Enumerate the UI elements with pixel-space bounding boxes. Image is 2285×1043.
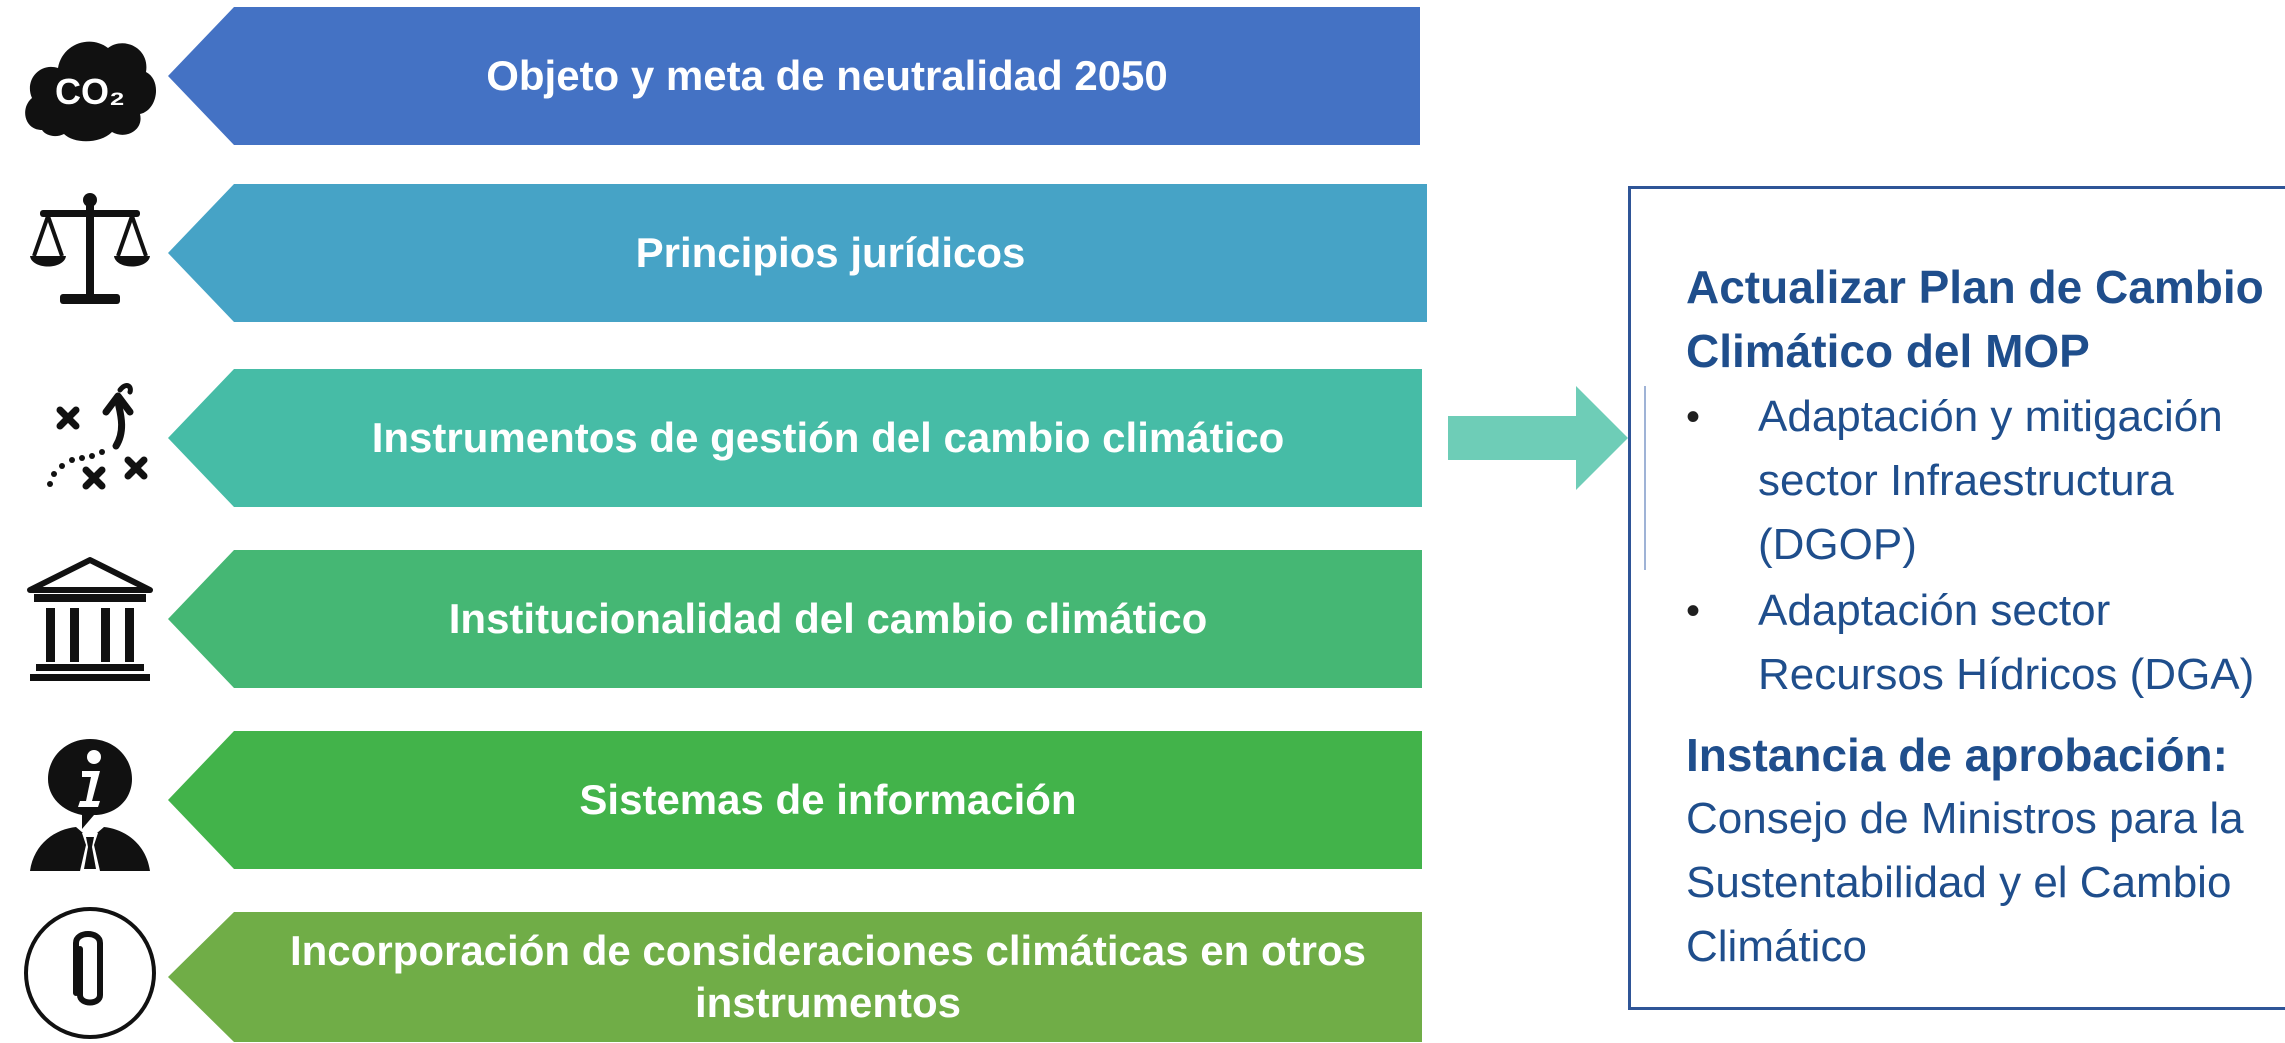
banner-sistemas: Sistemas de información xyxy=(168,731,1422,869)
strategy-icon xyxy=(0,368,180,506)
plan-bullet-item: • Adaptación sector Recursos Hídricos (D… xyxy=(1686,579,2285,707)
plan-bullet-text: Adaptación sector Recursos Hídricos (DGA… xyxy=(1758,586,2255,699)
scales-icon xyxy=(0,182,180,320)
banner-instrumentos: Instrumentos de gestión del cambio climá… xyxy=(168,369,1422,507)
banner-label-objeto: Objeto y meta de neutralidad 2050 xyxy=(486,52,1168,99)
institution-icon xyxy=(0,548,180,686)
banner-label-incorporacion: Incorporación de consideraciones climáti… xyxy=(289,927,1366,1026)
banner-institucionalidad: Institucionalidad del cambio climático xyxy=(168,550,1422,688)
banner-incorporacion: Incorporación de consideraciones climáti… xyxy=(168,912,1422,1042)
box-divider-line xyxy=(1644,386,1646,570)
banner-label-principios: Principios jurídicos xyxy=(635,229,1026,276)
paperclip-icon xyxy=(0,904,180,1042)
banner-label-sistemas: Sistemas de información xyxy=(579,776,1077,823)
bullet-marker: • xyxy=(1686,395,1701,439)
connector-arrow xyxy=(1448,386,1628,490)
banner-principios: Principios jurídicos xyxy=(168,184,1427,322)
plan-bullet-text: Adaptación y mitigación sector Infraestr… xyxy=(1758,392,2223,569)
co2-cloud-icon: CO₂ xyxy=(0,14,180,152)
banner-objeto: Objeto y meta de neutralidad 2050 xyxy=(168,7,1420,145)
plan-info-box: Actualizar Plan de Cambio Climático del … xyxy=(1628,186,2285,1010)
banner-label-instrumentos: Instrumentos de gestión del cambio climá… xyxy=(371,414,1285,461)
plan-title: Actualizar Plan de Cambio Climático del … xyxy=(1686,261,2264,377)
approval-text: Consejo de Ministros para la Sustentabil… xyxy=(1686,794,2244,971)
info-person-icon xyxy=(0,734,180,872)
approval-label: Instancia de aprobación: xyxy=(1686,729,2228,781)
plan-bullet-list: • Adaptación y mitigación sector Infraes… xyxy=(1686,385,2285,707)
plan-bullet-item: • Adaptación y mitigación sector Infraes… xyxy=(1686,385,2285,577)
bullet-marker: • xyxy=(1686,589,1701,633)
banner-label-institucionalidad: Institucionalidad del cambio climático xyxy=(448,595,1208,642)
svg-text:CO₂: CO₂ xyxy=(55,71,125,112)
